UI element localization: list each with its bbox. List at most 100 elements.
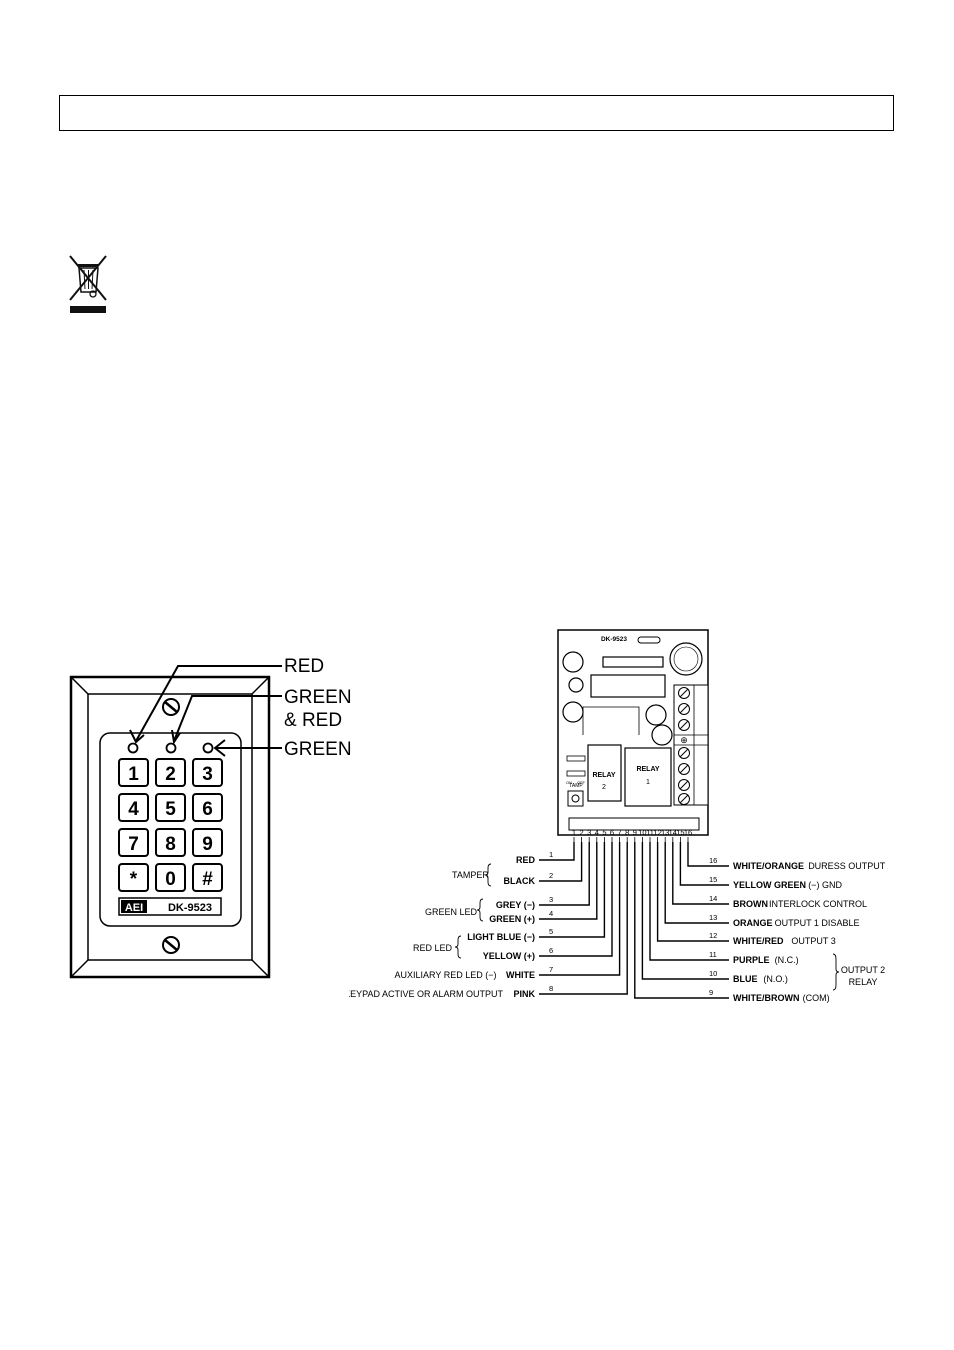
terminal-number: 16 (684, 828, 692, 837)
wire-color-left: PINK (513, 989, 535, 999)
key-3: 3 (192, 758, 223, 787)
wire-desc-left: AUXILIARY RED LED (−) (395, 970, 497, 980)
terminal-number: 2 (580, 828, 584, 837)
wire-color-left: GREY (−) (496, 900, 535, 910)
wire-number-right: 12 (709, 931, 717, 940)
brand-logo: AEI (125, 902, 143, 914)
wire-number-left: 6 (549, 946, 553, 955)
wire-color-right: BLUE (733, 974, 758, 984)
svg-text:0: 0 (165, 869, 176, 890)
wire-number-right: 16 (709, 856, 717, 865)
wire-number-left: 1 (549, 850, 553, 859)
svg-text:4: 4 (128, 799, 139, 820)
terminal-number: 10 (638, 828, 646, 837)
key-7: 7 (118, 828, 149, 857)
key-2: 2 (155, 758, 186, 787)
svg-text:7: 7 (128, 834, 139, 855)
terminal-number: 13 (661, 828, 669, 837)
wire-desc-right: (N.O.) (763, 974, 788, 984)
wire-color-right: ORANGE (733, 918, 773, 928)
wire-number-left: 2 (549, 871, 553, 880)
wire-color-left: YELLOW (+) (483, 951, 535, 961)
svg-text:8: 8 (165, 834, 176, 855)
group-green-led: GREEN LED (425, 907, 478, 917)
svg-text:*: * (130, 869, 138, 890)
key-5: 5 (155, 793, 186, 822)
wire-desc-right: DURESS OUTPUT (808, 861, 886, 871)
svg-text:#: # (202, 869, 213, 890)
wire-number-left: 4 (549, 909, 553, 918)
wire-color-left: BLACK (504, 876, 536, 886)
wire-number-right: 14 (709, 894, 717, 903)
svg-text:5: 5 (165, 799, 176, 820)
wire-number-left: 3 (549, 895, 553, 904)
board-title: DK-9523 (601, 636, 627, 643)
led-label-and-red: & RED (284, 710, 342, 731)
group-relay: RELAY (849, 977, 878, 987)
wire-color-left: WHITE (506, 970, 535, 980)
wire-desc-right: OUTPUT 3 (791, 936, 835, 946)
jumper-off: OFF (577, 780, 586, 785)
wire-color-right: WHITE/BROWN (733, 993, 800, 1003)
wire-color-left: LIGHT BLUE (−) (467, 932, 535, 942)
wire-number-right: 9 (709, 988, 713, 997)
key-4: 4 (118, 793, 149, 822)
wire-color-left: GREEN (+) (489, 914, 535, 924)
tamper-switch-label: TAMP (569, 783, 583, 789)
terminal-number: 1 (572, 828, 576, 837)
wire-color-right: YELLOW GREEN (733, 880, 806, 890)
terminal-number: 4 (595, 828, 599, 837)
wire-desc-right: OUTPUT 1 DISABLE (775, 918, 860, 928)
relay1-num: 1 (646, 779, 650, 786)
svg-text:9: 9 (202, 834, 213, 855)
wire-number-right: 15 (709, 875, 717, 884)
led-red (127, 742, 139, 754)
jumper-on: ON (566, 780, 572, 785)
terminal-number: 6 (610, 828, 614, 837)
relay2-label: RELAY (592, 772, 615, 779)
wire-number-left: 5 (549, 927, 553, 936)
wire-color-right: BROWN (733, 899, 768, 909)
wire-color-left: RED (516, 855, 536, 865)
group-tamper: TAMPER (452, 870, 489, 880)
led-label-green-2: GREEN (284, 739, 352, 760)
key-0: 0 (155, 863, 186, 892)
wire-color-right: WHITE/ORANGE (733, 861, 804, 871)
wire-desc-left: KEYPAD ACTIVE OR ALARM OUTPUT (349, 989, 503, 999)
led-green-red (165, 742, 177, 754)
screw-icon (162, 936, 180, 954)
terminal-number: 11 (646, 828, 654, 837)
wire-color-right: WHITE/RED (733, 936, 784, 946)
wire-color-right: PURPLE (733, 955, 770, 965)
key-hash: # (192, 863, 223, 892)
weee-bin-icon (69, 255, 107, 313)
wire-number-right: 13 (709, 913, 717, 922)
key-1: 1 (118, 758, 149, 787)
relay1-label: RELAY (636, 766, 659, 773)
wire-desc-right: INTERLOCK CONTROL (769, 899, 867, 909)
svg-text:⊕: ⊕ (680, 735, 688, 745)
screw-icon (162, 698, 180, 716)
terminal-number: 12 (653, 828, 661, 837)
keypad-model: DK-9523 (168, 902, 212, 914)
terminal-number: 9 (633, 828, 637, 837)
wire-desc-right: (N.C.) (775, 955, 799, 965)
group-red-led: RED LED (413, 943, 453, 953)
svg-text:3: 3 (202, 764, 213, 785)
svg-text:6: 6 (202, 799, 213, 820)
led-label-green: GREEN (284, 687, 352, 708)
led-green (202, 742, 214, 754)
key-9: 9 (192, 828, 223, 857)
terminal-number: 7 (618, 828, 622, 837)
wire-number-left: 7 (549, 965, 553, 974)
group-output2: OUTPUT 2 (841, 965, 885, 975)
wire-desc-right: (COM) (803, 993, 830, 1003)
wire-number-right: 10 (709, 969, 717, 978)
svg-text:2: 2 (165, 764, 176, 785)
header-box (59, 95, 894, 131)
key-6: 6 (192, 793, 223, 822)
terminal-number: 15 (676, 828, 684, 837)
relay2-num: 2 (602, 784, 606, 791)
